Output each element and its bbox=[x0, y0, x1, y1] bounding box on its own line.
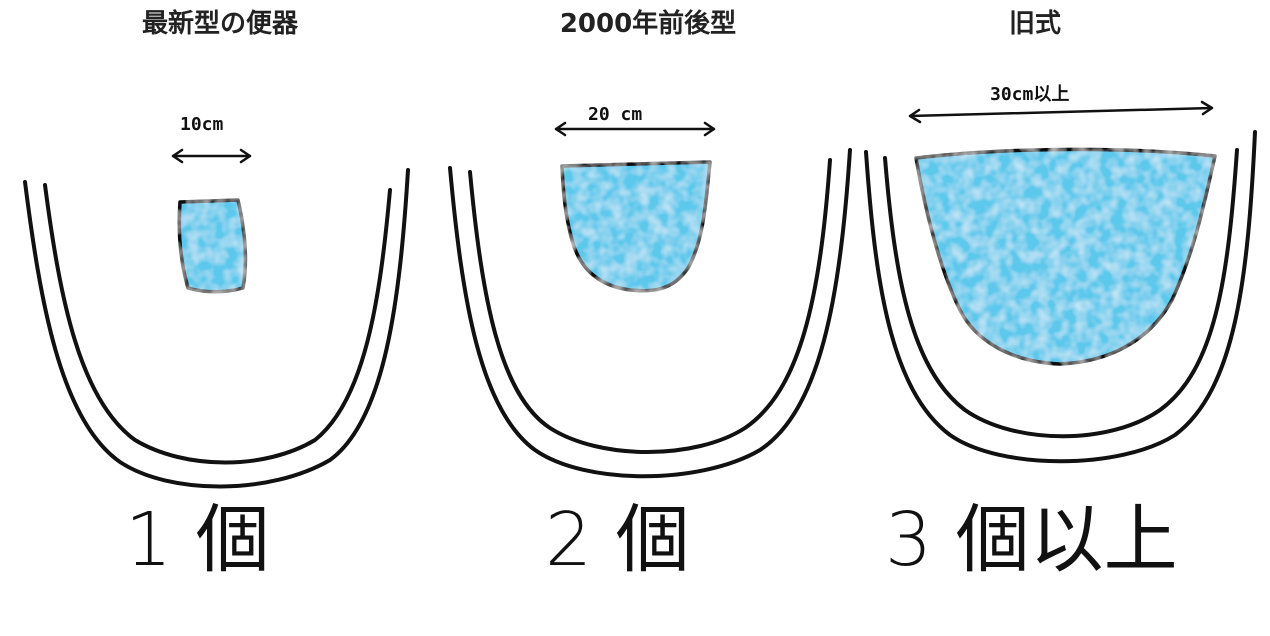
bowl-inner-line bbox=[468, 158, 832, 454]
count-label: 3 個以上 bbox=[885, 497, 1178, 583]
width-arrow bbox=[908, 100, 1214, 124]
count-label: 1 個 bbox=[125, 497, 270, 583]
panel-title: 最新型の便器 bbox=[142, 8, 299, 39]
width-label: 20 cm bbox=[588, 104, 642, 125]
panel-old-toilet: 旧式 30cm以上 3 個以上 bbox=[864, 9, 1257, 583]
panel-title: 旧式 bbox=[1009, 9, 1061, 39]
water-surface bbox=[560, 160, 712, 293]
panel-2000-toilet: 2000年前後型 20 cm 2 個 bbox=[448, 8, 852, 583]
width-label: 10cm bbox=[180, 114, 224, 135]
count-label: 2 個 bbox=[545, 497, 690, 583]
width-arrow bbox=[171, 148, 252, 164]
bowl-inner-line bbox=[43, 183, 392, 465]
water-surface bbox=[914, 147, 1217, 366]
panel-newest-toilet: 最新型の便器 10cm 1 個 bbox=[23, 8, 410, 583]
panel-title: 2000年前後型 bbox=[560, 8, 736, 39]
bowl-outer-line bbox=[864, 130, 1257, 464]
water-surface bbox=[177, 198, 248, 294]
bowl-outer-line bbox=[448, 148, 852, 479]
bowl-inner-line bbox=[883, 148, 1239, 439]
width-arrow bbox=[554, 121, 716, 137]
bowl-outer-line bbox=[23, 168, 410, 489]
width-label: 30cm以上 bbox=[990, 84, 1069, 105]
